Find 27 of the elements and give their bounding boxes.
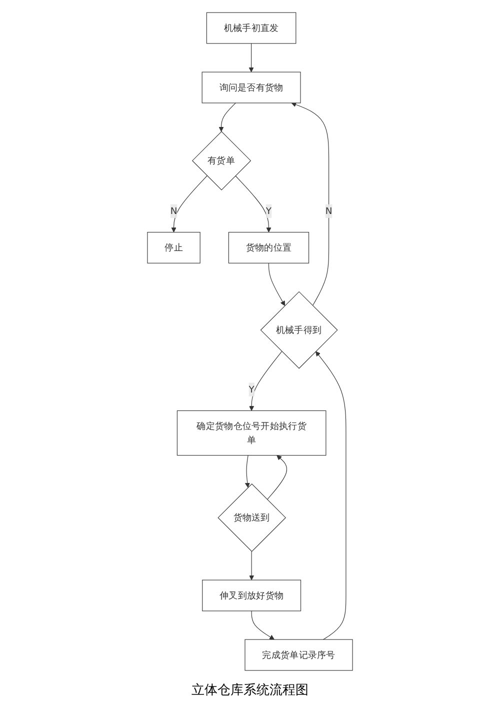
arrow: [244, 455, 250, 488]
edge-label: Y: [248, 384, 254, 395]
edge-label: N: [325, 205, 332, 216]
edge-label: N: [170, 205, 178, 216]
arrow: [291, 102, 330, 306]
node-box: 停止: [147, 232, 200, 264]
node-box: 货物的位置: [228, 232, 310, 264]
arrow: [235, 175, 272, 232]
arrow: [268, 262, 286, 306]
arrow: [248, 43, 254, 72]
node-box: 完成货单记录序号: [244, 639, 353, 671]
arrow: [251, 610, 274, 640]
edge-label: Y: [266, 205, 272, 216]
node-box: 机械手初直发: [206, 12, 296, 44]
node-diamond: 机械手得到: [260, 291, 338, 369]
arrow: [266, 455, 288, 500]
arrow: [218, 102, 236, 132]
arrow: [249, 351, 282, 411]
node-diamond: 货物送到: [218, 484, 286, 552]
node-box: 伸叉到放好货物: [202, 580, 302, 612]
arrow: [316, 351, 346, 640]
node-diamond: 有货单: [192, 131, 252, 190]
diagram-caption: 立体仓库系统流程图: [192, 682, 308, 699]
node-box: 确定货物仓位号开始执行货单: [176, 410, 326, 456]
node-box: 询问是否有货物: [202, 72, 301, 104]
arrow: [171, 175, 208, 232]
arrow: [249, 551, 254, 580]
